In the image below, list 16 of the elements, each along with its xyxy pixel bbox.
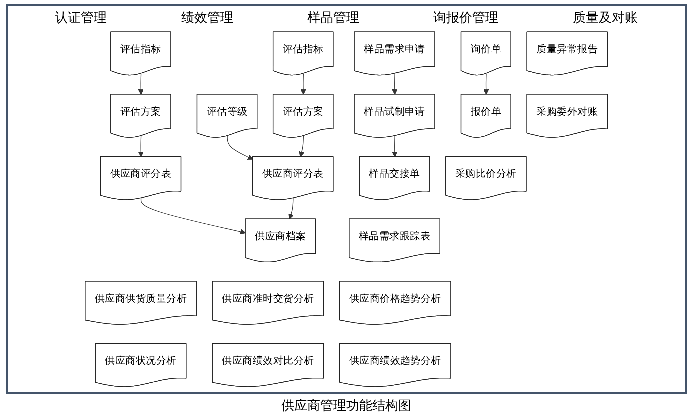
arrow xyxy=(138,136,144,158)
column-heading: 质量及对账 xyxy=(572,10,638,27)
column-heading: 样品管理 xyxy=(307,10,360,27)
arrow xyxy=(484,73,490,96)
arrow xyxy=(138,73,144,96)
column-heading: 询报价管理 xyxy=(434,10,499,27)
caption: 供应商管理功能结构图 xyxy=(282,398,412,415)
arrow xyxy=(288,198,294,220)
column-heading: 认证管理 xyxy=(55,10,108,27)
arrow xyxy=(299,136,305,158)
arrow xyxy=(300,73,306,96)
arrow xyxy=(392,73,398,96)
arrow xyxy=(392,136,398,158)
column-heading: 绩效管理 xyxy=(181,10,234,27)
arrow xyxy=(227,136,254,160)
arrow xyxy=(140,198,246,235)
